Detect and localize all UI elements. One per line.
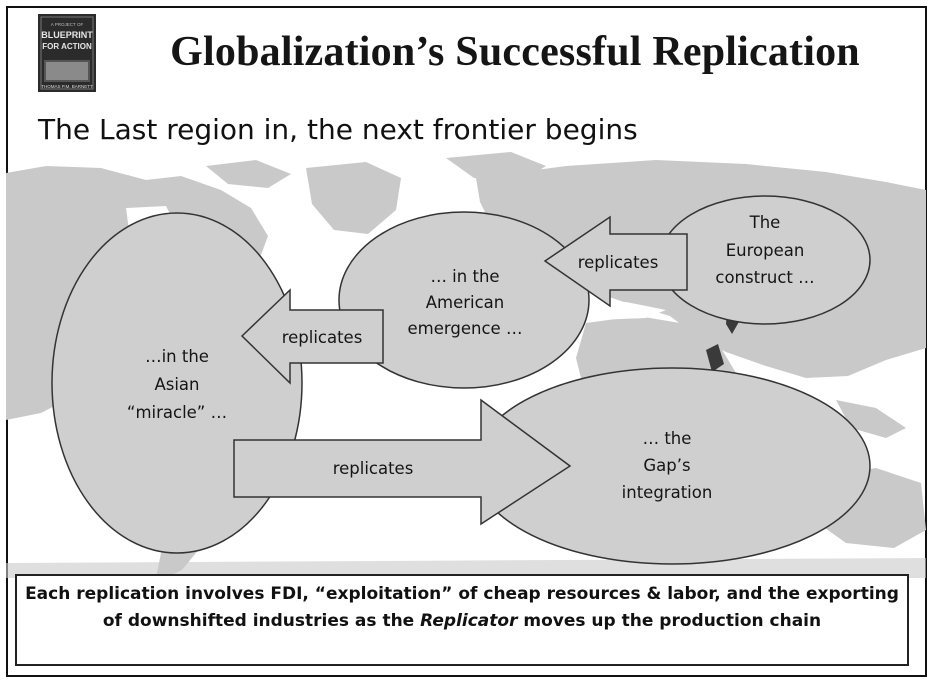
european-node-line2: European: [726, 241, 805, 260]
slide-subtitle: The Last region in, the next frontier be…: [38, 113, 638, 146]
gap-node-line1: … the: [643, 429, 692, 448]
book-publisher-text: A PROJECT OF: [51, 22, 84, 27]
caption-text-part2: moves up the production chain: [517, 611, 822, 631]
gap-node-line2: Gap’s: [643, 456, 690, 475]
caption-text-part1: Each replication involves FDI, “exploita…: [25, 584, 899, 631]
arrow-europe-to-america: [543, 215, 688, 308]
arrow-europe-to-america-label: replicates: [578, 253, 659, 272]
arrow-asia-to-gap: [233, 398, 572, 526]
european-node-line3: construct …: [715, 268, 814, 287]
caption-box: Each replication involves FDI, “exploita…: [15, 574, 909, 666]
american-node-line3: emergence …: [408, 319, 523, 338]
european-node-line1: The: [749, 213, 781, 232]
american-emergence-ellipse: [338, 211, 590, 389]
caption-emphasis: Replicator: [420, 611, 518, 631]
book-author-text: THOMAS P.M. BARNETT: [41, 84, 93, 89]
american-node-line1: … in the: [430, 267, 499, 286]
arrow-america-to-asia: [240, 288, 384, 385]
slide-title: Globalization’s Successful Replication: [170, 29, 860, 75]
arrow-america-to-asia-label: replicates: [282, 328, 363, 347]
gap-node-line3: integration: [622, 483, 713, 502]
american-node-line2: American: [426, 293, 505, 312]
book-title-line2: FOR ACTION: [42, 42, 92, 51]
asian-node-line3: “miracle” …: [127, 403, 227, 422]
asian-node-line2: Asian: [154, 375, 199, 394]
arrow-asia-to-gap-label: replicates: [333, 459, 414, 478]
greenland-landmass: [306, 162, 401, 234]
book-cover-image: A PROJECT OF BLUEPRINT FOR ACTION THOMAS…: [38, 14, 96, 92]
asian-node-line1: …in the: [145, 347, 209, 366]
book-title-line1: BLUEPRINT: [41, 30, 93, 40]
